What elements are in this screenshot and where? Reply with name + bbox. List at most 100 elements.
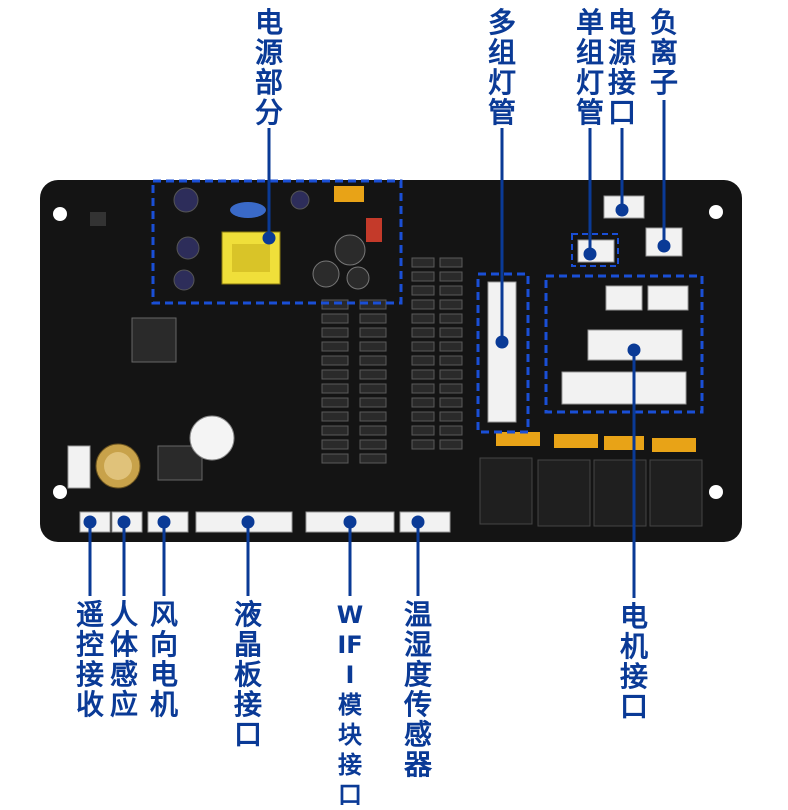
driver-ic bbox=[411, 257, 435, 268]
relay bbox=[537, 459, 591, 527]
driver-ic bbox=[439, 439, 463, 450]
fuse-yellow bbox=[334, 186, 364, 202]
leader-lines bbox=[83, 100, 671, 598]
leader-dot bbox=[241, 515, 255, 529]
motor-connector bbox=[647, 285, 689, 311]
mounting-hole bbox=[53, 207, 67, 221]
driver-ic bbox=[359, 397, 387, 408]
bottom-connector bbox=[399, 511, 451, 533]
label-motor-port: 电机接口 bbox=[619, 600, 648, 723]
driver-ic bbox=[359, 425, 387, 436]
driver-ic bbox=[359, 327, 387, 338]
driver-ic bbox=[411, 327, 435, 338]
relay bbox=[479, 457, 533, 525]
driver-ic bbox=[439, 257, 463, 268]
driver-ic bbox=[359, 439, 387, 450]
motor-port-box bbox=[544, 274, 704, 414]
label-multi-tube: 多组灯管 bbox=[487, 6, 516, 129]
driver-ic bbox=[359, 313, 387, 324]
single-tube-connector bbox=[577, 239, 615, 263]
driver-ic bbox=[439, 299, 463, 310]
driver-ic bbox=[439, 327, 463, 338]
label-power-port: 电源接口 bbox=[607, 6, 636, 129]
driver-ic bbox=[359, 453, 387, 464]
driver-ic bbox=[411, 355, 435, 366]
capacitor bbox=[290, 190, 310, 210]
driver-ic bbox=[411, 425, 435, 436]
label-fan-motor: 风向电机 bbox=[149, 598, 178, 721]
driver-ic bbox=[439, 369, 463, 380]
capacitor bbox=[176, 236, 200, 260]
capacitor bbox=[173, 187, 199, 213]
driver-ic bbox=[411, 397, 435, 408]
driver-ic bbox=[439, 313, 463, 324]
driver-ic bbox=[321, 313, 349, 324]
motor-connector bbox=[605, 285, 643, 311]
driver-ic bbox=[411, 341, 435, 352]
leader-dot bbox=[117, 515, 131, 529]
mcu-chip bbox=[131, 317, 177, 363]
relay bbox=[593, 459, 647, 527]
driver-ic bbox=[359, 383, 387, 394]
driver-ic bbox=[321, 355, 349, 366]
driver-ic bbox=[321, 327, 349, 338]
driver-ic bbox=[439, 425, 463, 436]
leader-dot bbox=[615, 203, 629, 217]
relay-cap bbox=[496, 432, 540, 446]
capacitor bbox=[334, 234, 366, 266]
label-wifi-port: WIFI模块接口 bbox=[336, 601, 364, 809]
pcb-board-illustration bbox=[40, 100, 742, 598]
label-human-sensor: 人体感应 bbox=[109, 598, 138, 721]
driver-ic bbox=[411, 411, 435, 422]
label-lcd-port: 液晶板接口 bbox=[233, 598, 262, 751]
single-tube-box bbox=[571, 233, 619, 267]
leader-dot bbox=[262, 231, 276, 245]
mounting-hole bbox=[53, 485, 67, 499]
leader-dot bbox=[627, 343, 641, 357]
power-section-box bbox=[151, 179, 403, 305]
driver-ic bbox=[411, 313, 435, 324]
multi-tube-connector bbox=[487, 281, 517, 423]
driver-ic bbox=[439, 383, 463, 394]
capacitor-blue bbox=[230, 202, 266, 218]
driver-ic bbox=[439, 271, 463, 282]
driver-ic bbox=[359, 355, 387, 366]
driver-ic bbox=[321, 341, 349, 352]
driver-ic bbox=[439, 397, 463, 408]
driver-ic bbox=[321, 369, 349, 380]
driver-ic-array bbox=[321, 257, 463, 464]
driver-ic bbox=[411, 383, 435, 394]
mounting-hole bbox=[709, 205, 723, 219]
driver-ic bbox=[439, 355, 463, 366]
leader-dot bbox=[343, 515, 357, 529]
label-power-section: 电源部分 bbox=[254, 6, 283, 129]
pcb-diagram: 电源部分 多组灯管 单组灯管 电源接口 负离子 遥控接收 人体感应 风向电机 液… bbox=[40, 6, 742, 809]
driver-ic bbox=[411, 271, 435, 282]
leader-dot bbox=[411, 515, 425, 529]
relay bbox=[649, 459, 703, 527]
motor-connector bbox=[561, 371, 687, 405]
driver-ic bbox=[321, 453, 349, 464]
leader-dot bbox=[583, 247, 597, 261]
coin-battery-center bbox=[104, 452, 132, 480]
label-remote-receiver: 遥控接收 bbox=[75, 598, 104, 721]
buzzer bbox=[189, 415, 235, 461]
capacitor bbox=[312, 260, 340, 288]
driver-ic bbox=[321, 397, 349, 408]
label-anion: 负离子 bbox=[649, 6, 678, 99]
relay-cap bbox=[604, 436, 644, 450]
label-temp-humidity: 温湿度传感器 bbox=[403, 598, 432, 781]
driver-ic bbox=[411, 369, 435, 380]
driver-ic bbox=[411, 439, 435, 450]
driver-ic bbox=[439, 411, 463, 422]
driver-ic bbox=[359, 369, 387, 380]
capacitor bbox=[346, 266, 370, 290]
driver-ic bbox=[359, 411, 387, 422]
driver-ic bbox=[321, 425, 349, 436]
driver-ic bbox=[439, 285, 463, 296]
driver-ic bbox=[411, 285, 435, 296]
remote-receiver-connector bbox=[67, 445, 91, 489]
leader-dot bbox=[157, 515, 171, 529]
label-single-tube: 单组灯管 bbox=[575, 6, 604, 129]
leader-dot bbox=[83, 515, 97, 529]
